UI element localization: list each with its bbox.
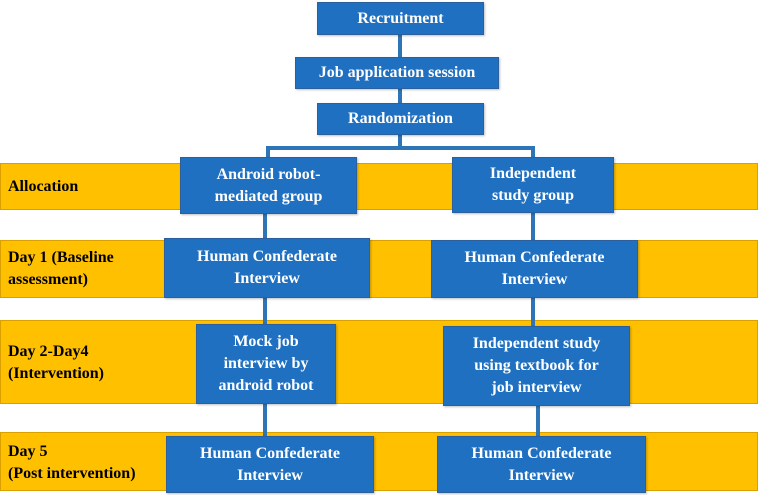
connector-job-to-randomization [398,88,402,104]
connector-to-android-group [266,146,270,158]
android-group-day5-box: Human Confederate Interview [166,436,374,493]
connector-android-day1-to-day2 [263,298,267,324]
independent-group-day1-box: Human Confederate Interview [431,240,638,298]
job-application-session-box: Job application session [295,57,499,89]
connector-android-allocation-to-day1 [263,214,267,238]
band-day2-day4 [0,320,758,404]
independent-group-allocation-box: Independent study group [452,157,614,213]
label-allocation: Allocation [8,178,79,195]
independent-group-day2-day4-box: Independent study using textbook for job… [443,326,630,406]
band-allocation [0,163,758,210]
connector-to-independent-group [531,146,535,158]
label-day5: Day 5 (Post intervention) [8,443,136,482]
recruitment-box: Recruitment [317,2,484,35]
connector-recruitment-to-job [398,34,402,58]
connector-android-day2-to-day5 [263,404,267,436]
label-day2-day4: Day 2-Day4 (Intervention) [8,343,104,382]
connector-independent-allocation-to-day1 [531,213,535,240]
randomization-box: Randomization [317,103,484,135]
connector-independent-day1-to-day2 [531,298,535,326]
independent-group-day5-box: Human Confederate Interview [437,436,646,493]
label-day1: Day 1 (Baseline assessment) [8,249,114,288]
android-group-allocation-box: Android robot- mediated group [180,157,357,214]
connector-randomization-down [398,134,402,148]
connector-horizontal-split [266,146,535,150]
connector-independent-day2-to-day5 [536,406,540,436]
android-group-day1-box: Human Confederate Interview [164,238,370,298]
android-group-day2-day4-box: Mock job interview by android robot [196,324,336,404]
